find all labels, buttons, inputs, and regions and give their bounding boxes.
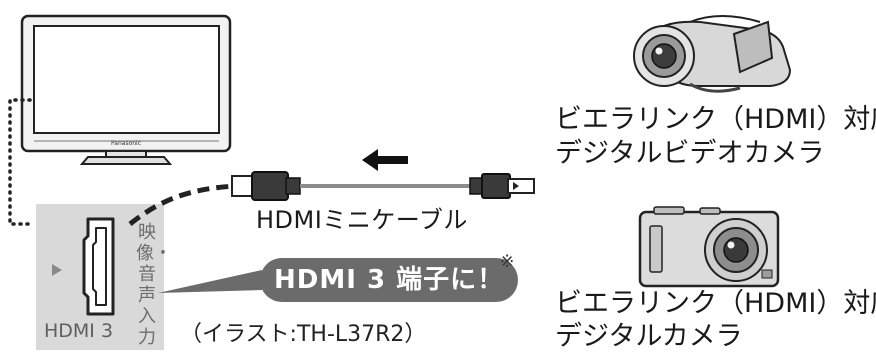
hdmi-port-inner — [92, 227, 107, 306]
camcorder-handle — [689, 15, 761, 23]
camera-label-line1: ビエラリンク（HDMI）対応 — [555, 288, 876, 319]
callout-pointer — [158, 270, 262, 293]
camcorder-label-line1: ビエラリンク（HDMI）対応 — [555, 104, 876, 135]
camera-top-control — [699, 207, 721, 215]
port-input-vertical-label: 映像・音声入力 — [136, 222, 172, 348]
camera-port-cover — [761, 269, 773, 279]
digital-camera-illustration — [638, 206, 780, 288]
camera-lens-highlight — [727, 241, 735, 249]
cable-label: HDMIミニケーブル — [256, 206, 468, 234]
camcorder-illustration — [633, 15, 792, 93]
camera-shutter-button — [653, 206, 685, 215]
hdmi-plug-body — [251, 171, 289, 201]
cable-hidden-segment — [128, 183, 239, 226]
camcorder-strap — [689, 82, 741, 93]
mini-plug-tip — [507, 178, 535, 194]
port-indicator-triangle-icon — [52, 264, 62, 276]
note-mark: ※ — [500, 252, 515, 272]
port-panel — [36, 204, 164, 350]
illustration-note: （イラスト:TH-L37R2） — [180, 322, 427, 347]
camera-lens-glass — [723, 237, 749, 263]
tv-screen — [33, 25, 220, 134]
tv-brand-logo: Panasonic — [111, 140, 141, 147]
port-label: HDMI 3 — [44, 320, 114, 342]
mini-plug-body — [481, 173, 511, 199]
hdmi-mini-cable — [128, 171, 535, 226]
arrow-left-icon — [362, 149, 408, 171]
mini-plug-mark-icon — [513, 182, 519, 190]
hdmi-plug-tip — [231, 175, 255, 197]
camera-label-line2: デジタルカメラ — [555, 321, 743, 352]
tv-stand-base — [79, 156, 173, 165]
dotted-leader-line — [8, 98, 36, 226]
camera-grip — [649, 225, 663, 273]
hdmi-plug-strain-relief — [285, 177, 301, 195]
tv-illustration: Panasonic — [20, 14, 232, 165]
camcorder-lens-glass — [651, 43, 677, 69]
camcorder-label-line2: デジタルビデオカメラ — [555, 138, 825, 169]
camcorder-lens-highlight — [655, 47, 663, 55]
camcorder-lcd — [732, 20, 774, 74]
callout-badge: HDMI 3 端子に！ — [260, 258, 519, 302]
